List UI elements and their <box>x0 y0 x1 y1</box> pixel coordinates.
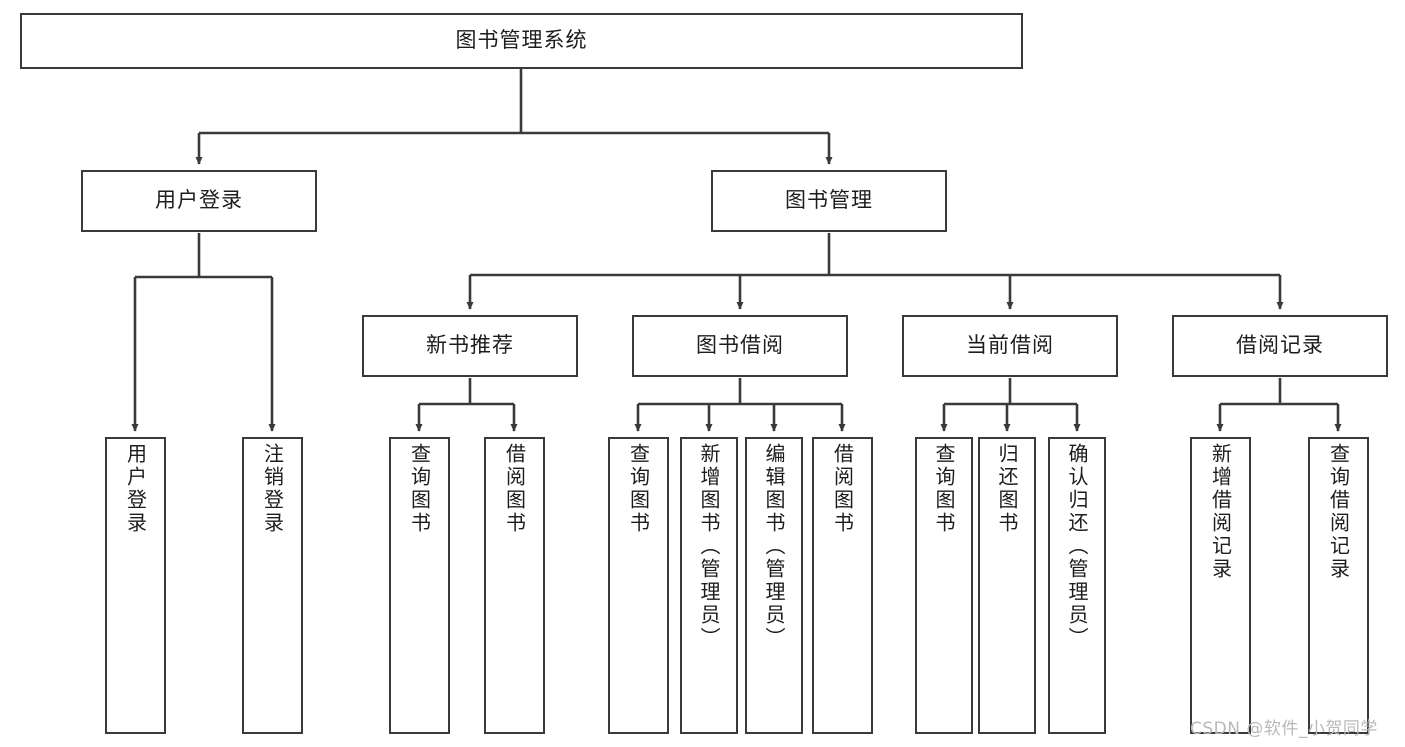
node-leaf-add-borrow-record[interactable]: 新增借阅记录 <box>1190 437 1251 734</box>
node-book-management-label: 图书管理 <box>785 188 873 213</box>
node-leaf-edit-book-admin[interactable]: 编辑图书（管理员） <box>745 437 803 734</box>
node-leaf-query-book-1-label: 查询图书 <box>407 443 432 535</box>
node-leaf-confirm-return-admin-label: 确认归还（管理员） <box>1065 443 1089 650</box>
node-leaf-user-login-label: 用户登录 <box>123 443 148 535</box>
node-leaf-borrow-book-1-label: 借阅图书 <box>502 443 527 535</box>
node-book-borrow-label: 图书借阅 <box>696 333 784 358</box>
node-root-label: 图书管理系统 <box>455 28 588 53</box>
node-leaf-user-login[interactable]: 用户登录 <box>105 437 166 734</box>
node-leaf-query-borrow-record[interactable]: 查询借阅记录 <box>1308 437 1369 734</box>
node-leaf-query-book-1[interactable]: 查询图书 <box>389 437 450 734</box>
node-borrow-record-label: 借阅记录 <box>1236 333 1324 358</box>
node-book-management[interactable]: 图书管理 <box>711 170 947 232</box>
node-book-borrow[interactable]: 图书借阅 <box>632 315 848 377</box>
node-leaf-add-book-admin[interactable]: 新增图书（管理员） <box>680 437 738 734</box>
node-borrow-record[interactable]: 借阅记录 <box>1172 315 1388 377</box>
node-leaf-edit-book-admin-label: 编辑图书（管理员） <box>762 443 786 650</box>
node-leaf-logout-login[interactable]: 注销登录 <box>242 437 303 734</box>
node-leaf-logout-login-label: 注销登录 <box>260 443 285 535</box>
node-current-borrow[interactable]: 当前借阅 <box>902 315 1118 377</box>
watermark-text: CSDN @软件_小贺同学 <box>1190 719 1378 739</box>
node-root[interactable]: 图书管理系统 <box>20 13 1023 69</box>
node-leaf-query-book-2[interactable]: 查询图书 <box>608 437 669 734</box>
node-leaf-add-borrow-record-label: 新增借阅记录 <box>1208 443 1233 581</box>
node-user-login-label: 用户登录 <box>155 188 243 213</box>
node-new-book-recommend-label: 新书推荐 <box>426 333 514 358</box>
node-leaf-return-book-label: 归还图书 <box>995 443 1019 535</box>
node-leaf-borrow-book-1[interactable]: 借阅图书 <box>484 437 545 734</box>
node-leaf-borrow-book-2-label: 借阅图书 <box>830 443 855 535</box>
node-leaf-query-book-3-label: 查询图书 <box>932 443 956 535</box>
node-current-borrow-label: 当前借阅 <box>966 333 1054 358</box>
node-leaf-borrow-book-2[interactable]: 借阅图书 <box>812 437 873 734</box>
node-leaf-return-book[interactable]: 归还图书 <box>978 437 1036 734</box>
node-new-book-recommend[interactable]: 新书推荐 <box>362 315 578 377</box>
node-leaf-query-book-3[interactable]: 查询图书 <box>915 437 973 734</box>
node-leaf-add-book-admin-label: 新增图书（管理员） <box>697 443 721 650</box>
node-leaf-query-borrow-record-label: 查询借阅记录 <box>1326 443 1351 581</box>
node-user-login[interactable]: 用户登录 <box>81 170 317 232</box>
node-leaf-confirm-return-admin[interactable]: 确认归还（管理员） <box>1048 437 1106 734</box>
node-leaf-query-book-2-label: 查询图书 <box>626 443 651 535</box>
